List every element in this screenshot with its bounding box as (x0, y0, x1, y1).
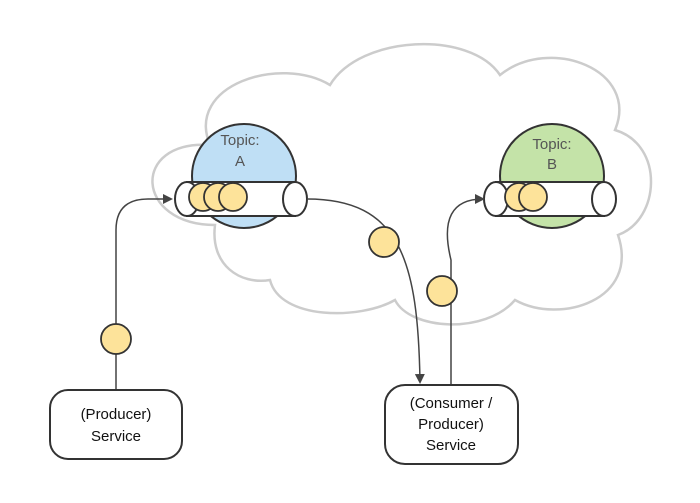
consumer-producer-service-line3: Service (426, 437, 476, 454)
producer-service-line1: (Producer) (81, 406, 152, 423)
message-dot-in-transit (426, 275, 458, 307)
arrow-consumer-to-topic-b (446, 194, 485, 388)
consumer-producer-service-line1: (Consumer / (410, 395, 493, 412)
consumer-producer-service: (Consumer / Producer) Service (384, 384, 519, 465)
queue-right-end (282, 181, 308, 217)
consumer-producer-service-line2: Producer) (418, 416, 484, 433)
arrow-producer-to-topic-a (115, 194, 173, 390)
cloud-boundary (151, 42, 653, 326)
message-dot (518, 182, 548, 212)
arrow-topic-a-to-consumer (306, 198, 425, 384)
message-dot-in-transit (368, 226, 400, 258)
topic-b-queue (483, 181, 617, 217)
topic-a: Topic: A (174, 123, 308, 229)
producer-service-line2: Service (91, 428, 141, 445)
topic-a-label-line2: A (235, 153, 245, 170)
producer-service-box (49, 389, 183, 460)
message-dot-in-transit (100, 323, 132, 355)
consumer-producer-service-box (384, 384, 519, 465)
producer-service: (Producer) Service (49, 389, 183, 460)
topic-b-label-line2: B (547, 156, 557, 173)
queue-right-end (591, 181, 617, 217)
message-dot (218, 182, 248, 212)
topic-b: Topic: B (483, 123, 617, 229)
topic-a-label-line1: Topic: (220, 132, 259, 149)
topic-a-queue (174, 181, 308, 217)
topic-b-label-line1: Topic: (532, 136, 571, 153)
